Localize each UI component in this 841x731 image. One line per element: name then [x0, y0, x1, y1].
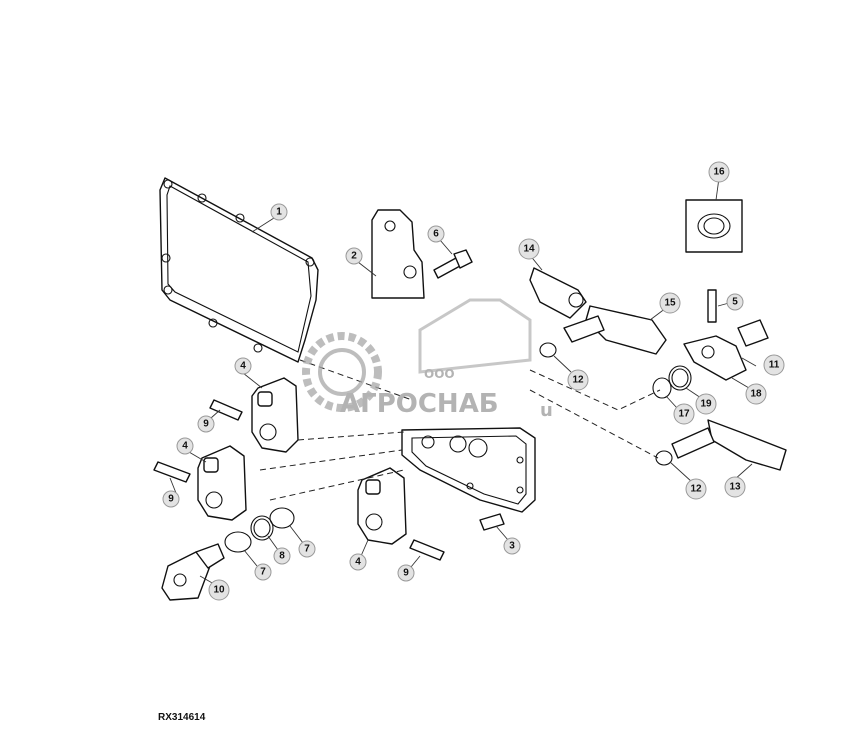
gasket: [159, 177, 319, 363]
callout-4-upper: 4: [234, 357, 252, 375]
svg-text:13: 13: [729, 482, 741, 493]
svg-text:4: 4: [182, 441, 188, 452]
bushing-box: [685, 199, 743, 253]
callout-13: 13: [724, 476, 746, 498]
bolt: [433, 249, 473, 279]
svg-text:9: 9: [203, 419, 209, 430]
sleeve-11: [737, 319, 769, 347]
bracket-plate: [371, 209, 425, 299]
pin-9-upper: [209, 399, 243, 421]
lever-arm-lower: [357, 467, 407, 545]
callout-4-middle: 4: [176, 437, 194, 455]
callout-12-upper: 12: [567, 369, 589, 391]
callout-14: 14: [518, 238, 540, 260]
lever-arm-middle: [197, 445, 247, 521]
main-housing: [401, 427, 536, 513]
assembly-lines: [259, 359, 661, 501]
figure-id: RX314614: [158, 712, 206, 723]
callout-19: 19: [695, 393, 717, 415]
svg-text:1: 1: [276, 207, 282, 218]
pin-5: [707, 289, 717, 323]
callouts: 1 2 3 4 4 4 5 6 7 7 7 8 9 9 9 10 11 12 1…: [162, 161, 785, 601]
callout-7-a: 7: [254, 563, 272, 581]
svg-text:17: 17: [678, 409, 690, 420]
svg-text:7: 7: [304, 544, 310, 555]
svg-text:5: 5: [732, 297, 738, 308]
callout-18: 18: [745, 383, 767, 405]
svg-text:7: 7: [260, 567, 266, 578]
svg-text:2: 2: [351, 251, 357, 262]
svg-text:16: 16: [713, 167, 725, 178]
watermark-small-text: ООО: [424, 367, 455, 381]
svg-text:19: 19: [700, 399, 712, 410]
pin-9-lower: [409, 539, 445, 561]
callout-7-b: 7: [298, 540, 316, 558]
svg-text:14: 14: [523, 244, 535, 255]
callout-2: 2: [345, 247, 363, 265]
leader-lines: [169, 177, 757, 585]
clevis-18: [683, 335, 747, 381]
svg-text:4: 4: [355, 557, 361, 568]
svg-text:11: 11: [769, 360, 780, 371]
callout-9-upper: 9: [197, 415, 215, 433]
callout-16: 16: [708, 161, 730, 183]
svg-text:3: 3: [509, 541, 515, 552]
callout-15: 15: [659, 292, 681, 314]
svg-text:6: 6: [433, 229, 439, 240]
callout-10: 10: [208, 579, 230, 601]
callout-12-lower: 12: [685, 478, 707, 500]
callout-6: 6: [427, 225, 445, 243]
link-arm-14: [529, 267, 587, 319]
callout-13-partial: 13: [501, 292, 513, 303]
callout-7-c: 7: [260, 567, 266, 578]
svg-text:9: 9: [168, 494, 174, 505]
svg-text:18: 18: [750, 389, 762, 400]
pin-3: [479, 513, 505, 531]
watermark-suffix-text: u: [540, 400, 553, 421]
watermark: ООО АГРОСНАБ u: [302, 298, 553, 421]
callout-4-lower: 4: [349, 553, 367, 571]
svg-text:9: 9: [403, 568, 409, 579]
svg-text:4: 4: [240, 361, 246, 372]
callout-11: 11: [763, 354, 785, 376]
watermark-name-text: АГРОСНАБ: [340, 389, 499, 419]
rings-right: [539, 342, 692, 466]
svg-text:15: 15: [664, 298, 676, 309]
o-rings: [224, 507, 295, 553]
callout-9-lower: 9: [397, 564, 415, 582]
callout-1: 1: [270, 203, 288, 221]
svg-text:8: 8: [279, 551, 285, 562]
lever-13: [671, 419, 787, 471]
svg-text:12: 12: [690, 484, 702, 495]
svg-text:12: 12: [572, 375, 584, 386]
callout-9-middle: 9: [162, 490, 180, 508]
callout-3: 3: [503, 537, 521, 555]
pin-9-middle: [153, 461, 191, 483]
callout-8: 8: [273, 547, 291, 565]
lever-arm-upper: [251, 377, 299, 453]
callout-17: 17: [673, 403, 695, 425]
valve-body: [161, 543, 225, 601]
svg-text:10: 10: [213, 585, 225, 596]
lever-15: [563, 305, 667, 355]
callout-5: 5: [726, 293, 744, 311]
